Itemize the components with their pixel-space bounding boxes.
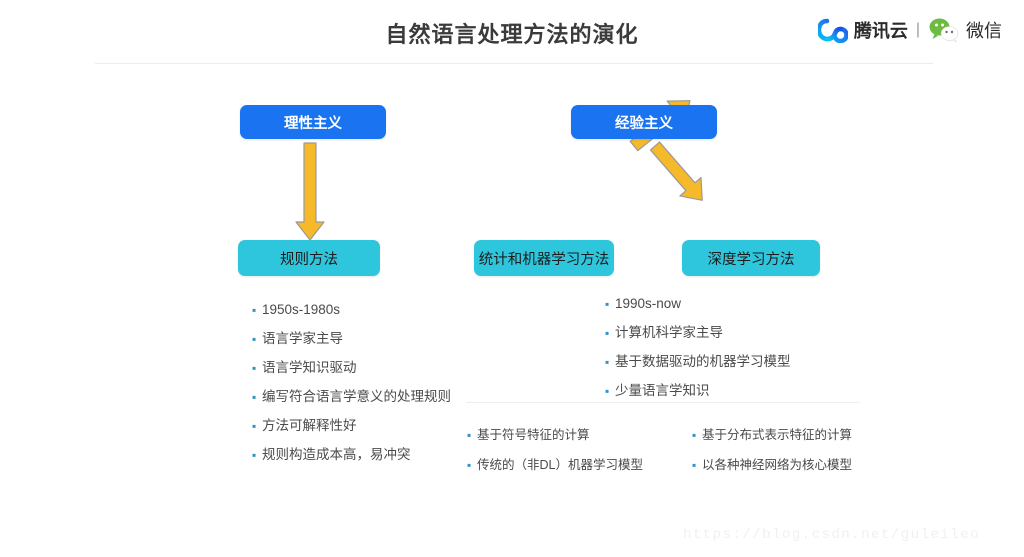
node-statistical-ml-method[interactable]: 统计和机器学习方法 <box>474 240 614 276</box>
brand-logo-group: 腾讯云 | 微信 <box>816 14 1002 46</box>
section-divider <box>466 402 860 403</box>
bullet-list-empiricism-common: ▪ 1990s-now ▪ 计算机科学家主导 ▪ 基于数据驱动的机器学习模型 ▪… <box>605 296 791 412</box>
bullet-dot-icon: ▪ <box>605 355 610 369</box>
bullet-list-rule-method: ▪ 1950s-1980s ▪ 语言学家主导 ▪ 语言学知识驱动 ▪ 编写符合语… <box>252 302 451 476</box>
tencent-cloud-icon <box>816 17 849 44</box>
list-item: ▪ 基于符号特征的计算 <box>467 427 643 443</box>
bullet-dot-icon: ▪ <box>252 390 257 404</box>
list-item-label: 1950s-1980s <box>262 302 341 317</box>
bullet-dot-icon: ▪ <box>692 428 697 442</box>
list-item: ▪ 语言学家主导 <box>252 331 451 347</box>
bullet-list-deeplearning-detail: ▪ 基于分布式表示特征的计算 ▪ 以各种神经网络为核心模型 <box>692 427 852 487</box>
node-rationalism[interactable]: 理性主义 <box>240 105 386 139</box>
list-item-label: 基于分布式表示特征的计算 <box>702 428 853 442</box>
bullet-dot-icon: ▪ <box>605 384 610 398</box>
list-item-label: 1990s-now <box>615 296 682 311</box>
bullet-dot-icon: ▪ <box>252 303 257 317</box>
bullet-dot-icon: ▪ <box>467 428 472 442</box>
list-item: ▪ 少量语言学知识 <box>605 383 791 399</box>
list-item-label: 传统的（非DL）机器学习模型 <box>477 458 643 472</box>
bullet-list-statistical-detail: ▪ 基于符号特征的计算 ▪ 传统的（非DL）机器学习模型 <box>467 427 643 487</box>
bullet-dot-icon: ▪ <box>252 448 257 462</box>
list-item-label: 少量语言学知识 <box>615 383 710 398</box>
list-item: ▪ 编写符合语言学意义的处理规则 <box>252 389 451 405</box>
bullet-dot-icon: ▪ <box>605 297 610 311</box>
arrow-rationalism-to-rule-method <box>295 142 325 241</box>
wechat-label: 微信 <box>966 21 1002 41</box>
list-item-label: 语言学家主导 <box>262 331 343 346</box>
list-item-label: 语言学知识驱动 <box>262 360 357 375</box>
list-item: ▪ 1990s-now <box>605 296 791 312</box>
node-empiricism[interactable]: 经验主义 <box>571 105 717 139</box>
wechat-icon <box>928 17 960 43</box>
list-item: ▪ 1950s-1980s <box>252 302 451 318</box>
list-item-label: 方法可解释性好 <box>262 418 357 433</box>
bullet-dot-icon: ▪ <box>252 419 257 433</box>
node-deep-learning-method[interactable]: 深度学习方法 <box>682 240 820 276</box>
list-item-label: 计算机科学家主导 <box>615 325 723 340</box>
list-item: ▪ 以各种神经网络为核心模型 <box>692 457 852 473</box>
logo-separator: | <box>915 21 920 38</box>
list-item: ▪ 计算机科学家主导 <box>605 325 791 341</box>
list-item-label: 基于符号特征的计算 <box>477 428 590 442</box>
bullet-dot-icon: ▪ <box>605 326 610 340</box>
list-item-label: 规则构造成本高，易冲突 <box>262 447 411 462</box>
list-item: ▪ 语言学知识驱动 <box>252 360 451 376</box>
header-divider <box>95 63 933 64</box>
list-item: ▪ 传统的（非DL）机器学习模型 <box>467 457 643 473</box>
bullet-dot-icon: ▪ <box>692 458 697 472</box>
list-item: ▪ 方法可解释性好 <box>252 418 451 434</box>
list-item-label: 以各种神经网络为核心模型 <box>702 458 853 472</box>
list-item: ▪ 基于数据驱动的机器学习模型 <box>605 354 791 370</box>
tencent-cloud-label: 腾讯云 <box>853 21 908 41</box>
bullet-dot-icon: ▪ <box>252 361 257 375</box>
arrow-empiricism-to-deeplearning <box>649 141 703 201</box>
list-item-label: 基于数据驱动的机器学习模型 <box>615 354 791 369</box>
list-item: ▪ 基于分布式表示特征的计算 <box>692 427 852 443</box>
list-item: ▪ 规则构造成本高，易冲突 <box>252 447 451 463</box>
bullet-dot-icon: ▪ <box>252 332 257 346</box>
list-item-label: 编写符合语言学意义的处理规则 <box>262 389 451 404</box>
page-title: 自然语言处理方法的演化 <box>385 22 639 47</box>
node-rule-method[interactable]: 规则方法 <box>238 240 380 276</box>
bullet-dot-icon: ▪ <box>467 458 472 472</box>
page-header: 自然语言处理方法的演化 腾讯云 | <box>0 0 1024 64</box>
watermark-url: https://blog.csdn.net/guleileo <box>682 527 980 543</box>
